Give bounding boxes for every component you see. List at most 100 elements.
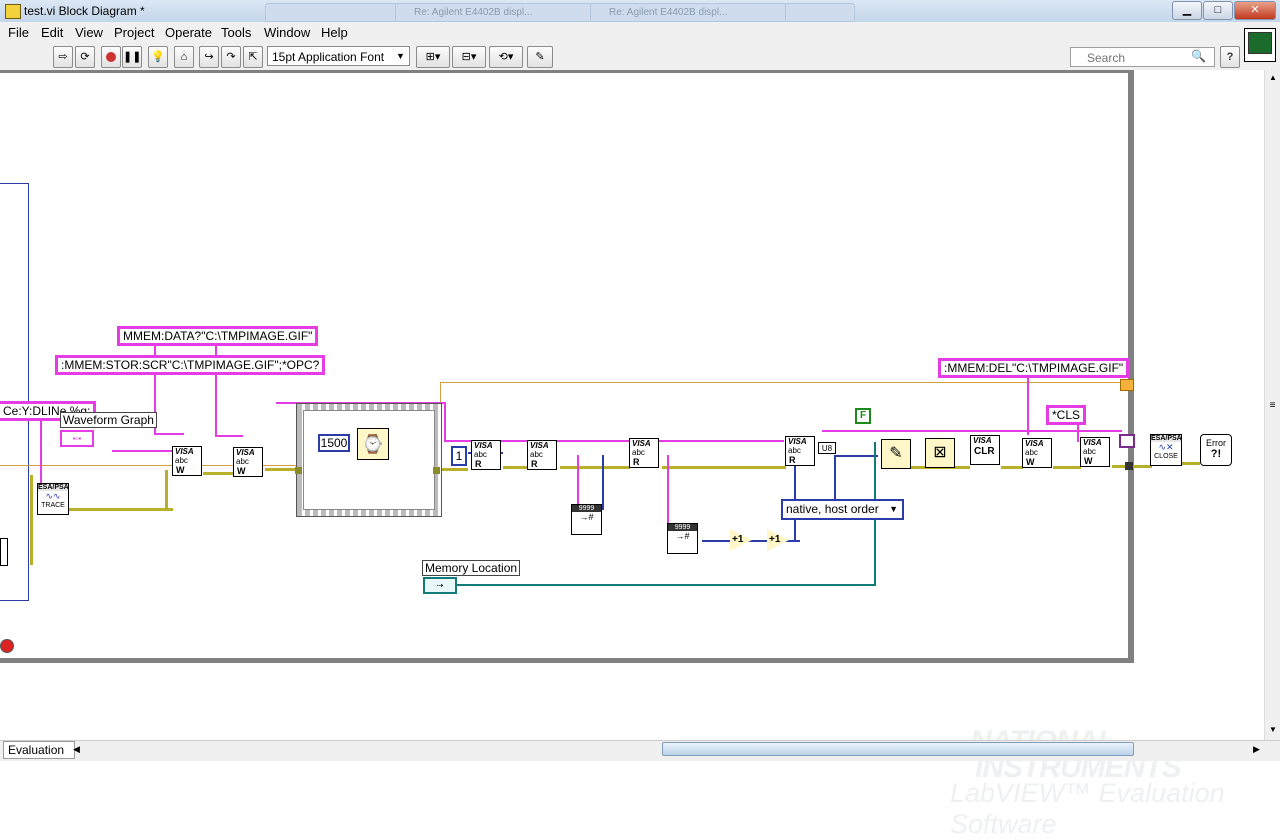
while-loop-bottom-border	[0, 658, 1134, 663]
clear-text: CLR	[974, 446, 995, 457]
scroll-down-icon[interactable]: ▼	[1269, 725, 1277, 734]
increment-node[interactable]	[730, 529, 752, 551]
help-icon[interactable]: ?	[1220, 46, 1240, 68]
wire	[438, 468, 468, 471]
wait-clock-icon[interactable]: ⌚	[357, 428, 389, 460]
background-tab[interactable]	[265, 3, 405, 22]
step-over-icon[interactable]: ↷	[221, 46, 241, 68]
numeric-constant-1[interactable]: 1	[451, 446, 467, 466]
step-into-icon[interactable]: ↪	[199, 46, 219, 68]
scroll-left-icon[interactable]: ◀	[73, 744, 80, 754]
shift-register-left-icon[interactable]	[1119, 434, 1135, 448]
scroll-grip-icon[interactable]: ≡	[1269, 400, 1276, 411]
visa-text: VISA	[632, 439, 651, 448]
reorder-icon[interactable]: ⟲▾	[489, 46, 523, 68]
number-format-text: 9999	[572, 505, 601, 512]
chevron-down-icon: ▼	[396, 51, 405, 61]
search-input[interactable]	[1085, 49, 1199, 67]
wait-ms-constant[interactable]: 1500	[318, 434, 350, 452]
pause-icon[interactable]: ❚❚	[122, 46, 142, 68]
memory-location-terminal-icon[interactable]: ⇢	[423, 577, 457, 594]
abc-text: abc	[1083, 447, 1096, 456]
connector-pane-icon[interactable]	[1244, 28, 1276, 62]
background-tab[interactable]: Re: Agilent E4402B displ...	[590, 3, 795, 22]
vertical-scrollbar[interactable]: ▲ ≡ ▼	[1264, 70, 1280, 740]
case-frame-bottom	[0, 600, 29, 601]
horizontal-scroll-thumb[interactable]	[662, 742, 1134, 756]
maximize-button[interactable]: □	[1203, 1, 1233, 20]
menu-file[interactable]: File	[8, 25, 29, 40]
menu-project[interactable]: Project	[114, 25, 155, 40]
run-arrow-icon[interactable]: ⇨	[53, 46, 73, 68]
wire	[602, 455, 604, 510]
minimize-button[interactable]: ▁	[1172, 1, 1202, 20]
string-constant-cls[interactable]: *CLS	[1046, 405, 1087, 425]
step-out-icon[interactable]: ⇱	[243, 46, 263, 68]
background-tab[interactable]	[785, 3, 855, 22]
wire	[577, 455, 579, 515]
write-binary-file-icon[interactable]: ✎	[881, 439, 911, 469]
flat-sequence-structure[interactable]	[296, 403, 442, 517]
menu-tools[interactable]: Tools	[221, 25, 252, 40]
block-diagram-canvas[interactable]: MMEM:DATA?"C:\TMPIMAGE.GIF" :MMEM:STOR:S…	[0, 70, 1264, 839]
esa-trace-header: ESA/PSA	[38, 484, 69, 491]
search-box[interactable]: 🔍	[1070, 47, 1215, 67]
background-tab[interactable]: Re: Agilent E4402B displ...	[395, 3, 600, 22]
byte-order-enum[interactable]: native, host order ▼	[781, 499, 904, 520]
wire	[265, 468, 295, 471]
case-tunnel	[0, 538, 8, 566]
shift-register-icon[interactable]	[1120, 379, 1134, 391]
close-button[interactable]: ✕	[1234, 1, 1276, 20]
close-file-icon[interactable]: ⊠	[925, 438, 955, 468]
decimal-string-to-number-node[interactable]: 9999 →#	[571, 504, 602, 535]
waveform-graph-terminal-icon[interactable]: ▪▫▪	[60, 430, 94, 447]
wire	[662, 466, 786, 469]
clean-up-diagram-icon[interactable]: ✎	[527, 46, 553, 68]
case-frame-right	[28, 183, 29, 601]
scroll-right-icon[interactable]: ▶	[1253, 744, 1260, 754]
byte-order-value: native, host order	[786, 502, 879, 516]
scroll-up-icon[interactable]: ▲	[1269, 73, 1277, 82]
align-objects-icon[interactable]: ⊞▾	[416, 46, 450, 68]
false-constant[interactable]: F	[855, 408, 871, 424]
string-constant-mmem-data[interactable]: MMEM:DATA?"C:\TMPIMAGE.GIF"	[117, 326, 319, 346]
simple-error-handler[interactable]: Error ?!	[1200, 434, 1232, 466]
abort-icon[interactable]	[101, 46, 121, 68]
increment-node[interactable]	[767, 529, 789, 551]
font-select[interactable]: 15pt Application Font	[267, 46, 410, 66]
menu-help[interactable]: Help	[321, 25, 348, 40]
visa-text: VISA	[973, 436, 992, 445]
string-constant-mmem-del[interactable]: :MMEM:DEL"C:\TMPIMAGE.GIF"	[938, 358, 1130, 378]
retain-wire-values-icon[interactable]: ⌂	[174, 46, 194, 68]
evaluation-tab[interactable]: Evaluation	[3, 741, 75, 759]
menu-view[interactable]: View	[75, 25, 103, 40]
menu-window[interactable]: Window	[264, 25, 311, 40]
run-continuously-icon[interactable]: ⟳	[75, 46, 95, 68]
increment-label: +1	[769, 534, 781, 545]
menu-operate[interactable]: Operate	[165, 25, 212, 40]
esa-close-subvi[interactable]: ESA/PSA ∿✕ CLOSE	[1150, 434, 1182, 466]
highlight-execution-icon[interactable]: 💡	[148, 46, 168, 68]
string-constant-mmem-stor[interactable]: :MMEM:STOR:SCR"C:\TMPIMAGE.GIF";*OPC?	[55, 355, 326, 375]
decimal-string-to-number-node[interactable]: 9999 →#	[667, 523, 698, 554]
esa-trace-subvi[interactable]: ESA/PSA ∿∿ TRACE	[37, 483, 69, 515]
visa-text: VISA	[175, 447, 194, 456]
wire	[822, 430, 1122, 432]
menu-edit[interactable]: Edit	[41, 25, 64, 40]
visa-text: VISA	[1083, 438, 1102, 447]
distribute-objects-icon[interactable]: ⊟▾	[452, 46, 486, 68]
wire	[215, 435, 243, 437]
u8-indicator: U8	[818, 442, 836, 454]
search-icon[interactable]: 🔍	[1191, 49, 1206, 63]
stop-terminal-icon[interactable]	[0, 639, 14, 653]
abc-text: abc	[1025, 448, 1038, 457]
